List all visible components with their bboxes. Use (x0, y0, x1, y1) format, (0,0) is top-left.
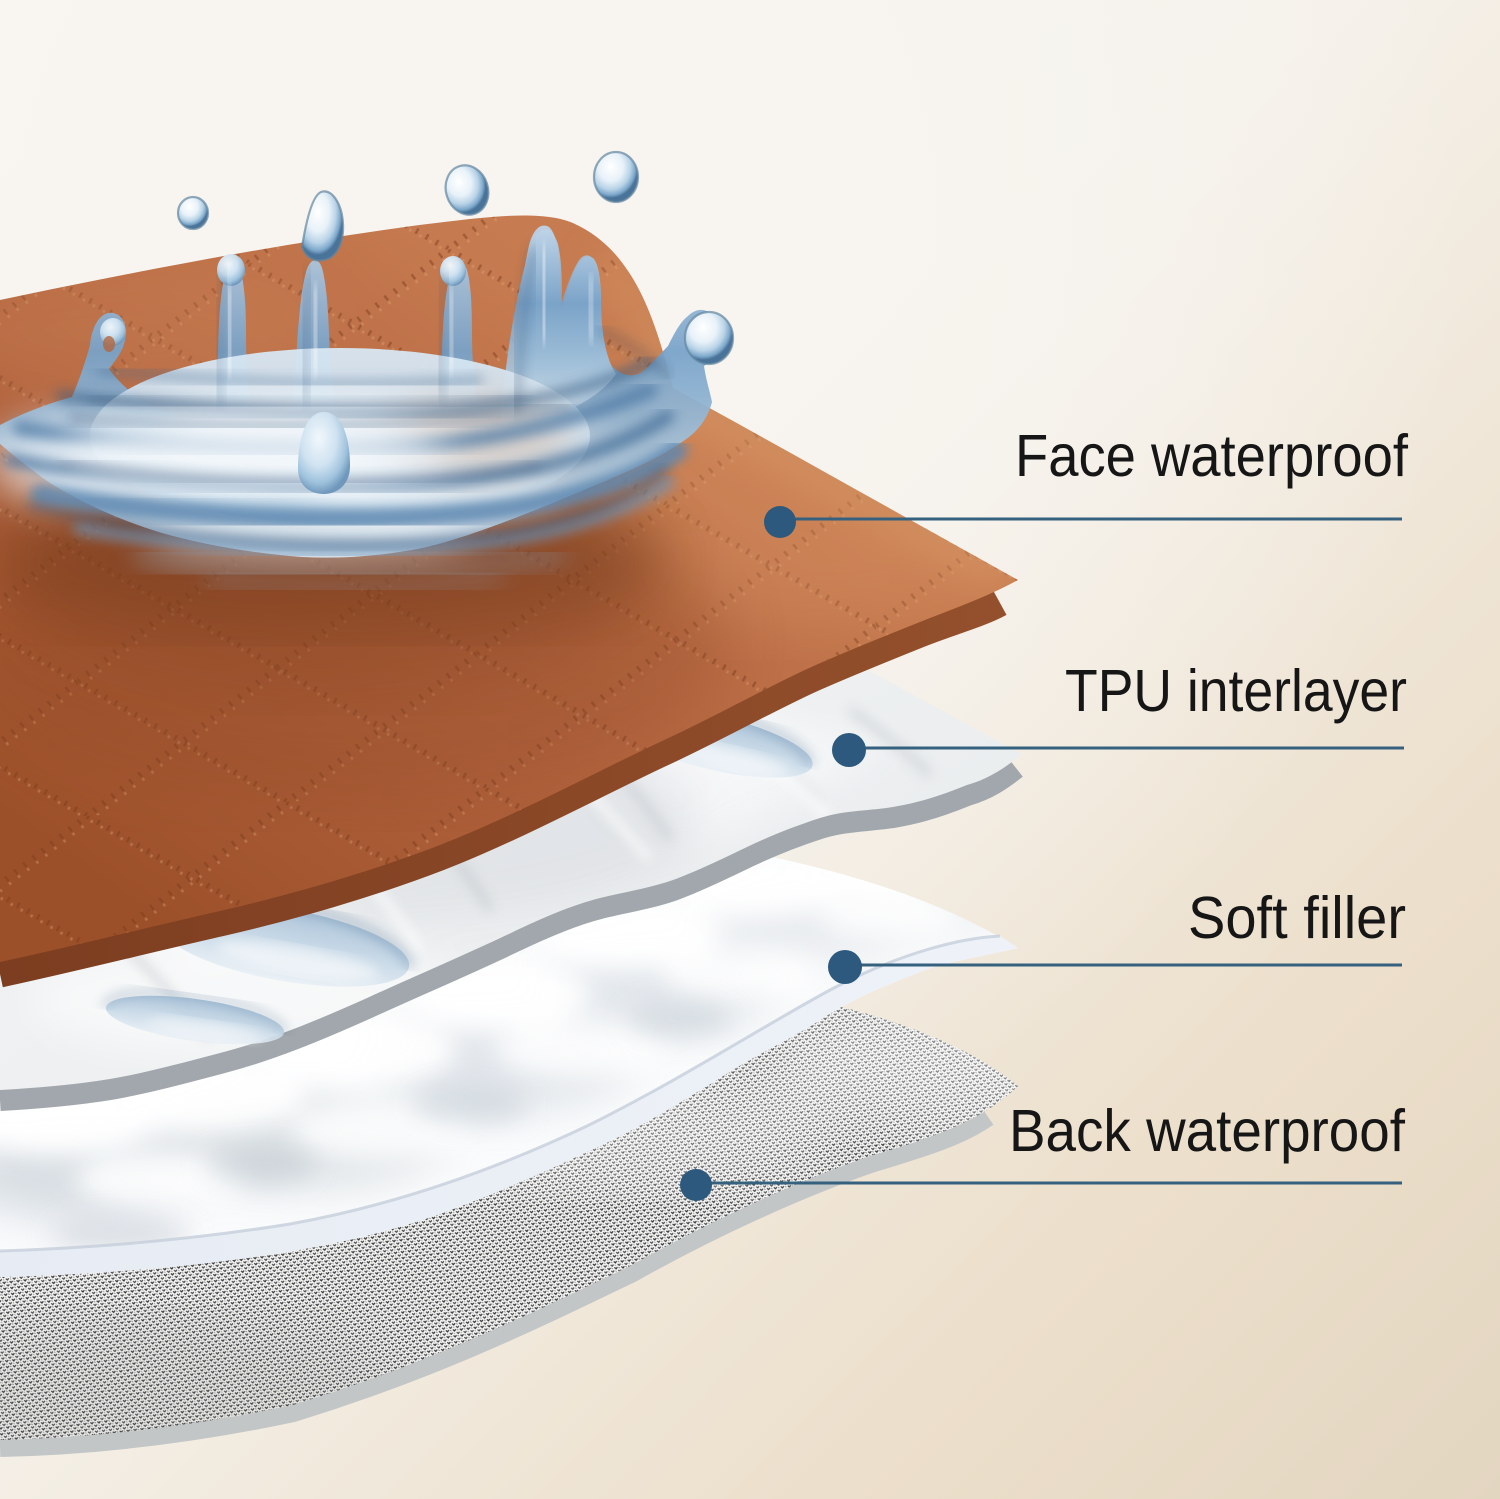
svg-text:Back waterproof: Back waterproof (1009, 1098, 1406, 1164)
svg-text:Soft filler: Soft filler (1188, 885, 1406, 951)
svg-text:Face waterproof: Face waterproof (1015, 423, 1409, 489)
svg-text:TPU interlayer: TPU interlayer (1065, 658, 1407, 724)
